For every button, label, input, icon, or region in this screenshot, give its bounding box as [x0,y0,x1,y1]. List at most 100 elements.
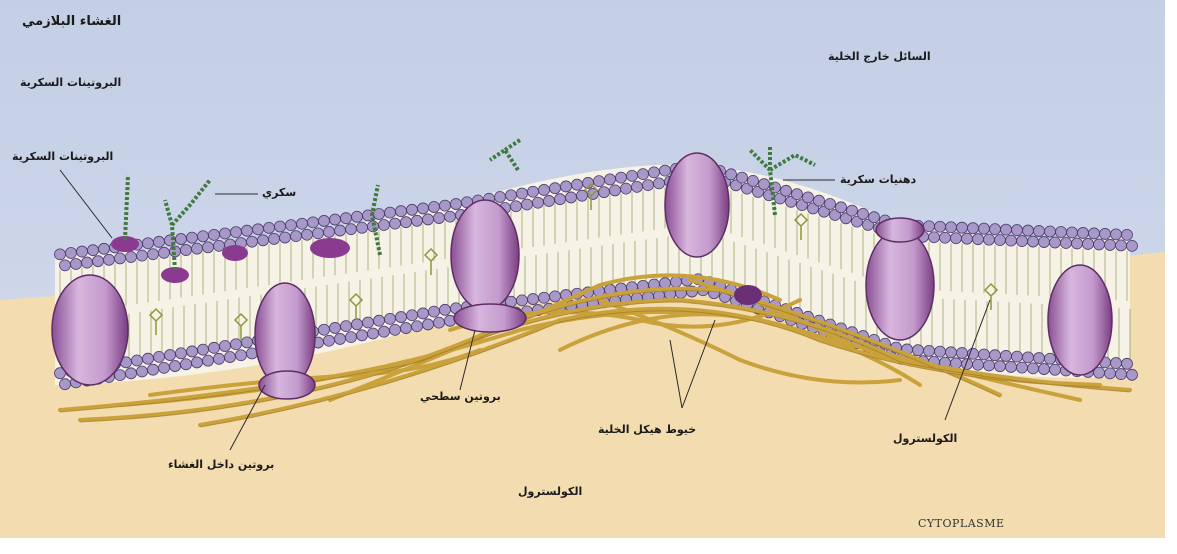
lipid-head [528,294,539,305]
lipid-head [1111,358,1122,369]
lipid-head [632,181,643,192]
lipid-head [412,215,423,226]
lipid-head [192,243,203,254]
lipid-head [418,308,429,319]
lipid-head [555,194,566,205]
lipid-head [995,361,1006,372]
lipid-head [429,202,440,213]
lipid-head [940,232,951,243]
lipid-head [533,197,544,208]
lipid-head [181,359,192,370]
lipid-head [951,233,962,244]
lipid-head [88,245,99,256]
lipid-head [352,211,363,222]
lipid-head [605,174,616,185]
lipid-head [82,257,93,268]
lipid-head [242,225,253,236]
lipid-head [654,178,665,189]
lipid-head [264,222,275,233]
lipid-head [836,202,847,213]
lipid-head [1078,227,1089,238]
lipid-head [352,319,363,330]
lipid-head [209,342,220,353]
lipid-head [357,330,368,341]
lipid-head [418,203,429,214]
label-cytoskeleton: خيوط هيكل الخلية [598,423,696,436]
lipid-head [159,247,170,258]
lipid-head [1039,364,1050,375]
lipid-head [528,186,539,197]
lipid-head [550,183,561,194]
lipid-head [368,221,379,232]
lipid-head [561,181,572,192]
label-glycoproteins-left: البروتينات السكرية [12,150,113,163]
lipid-head [1045,226,1056,237]
lipid-head [929,232,940,243]
lipid-head [93,256,104,267]
lipid-head [220,341,231,352]
lipid-head [379,326,390,337]
lipid-head [968,223,979,234]
lipid-head [148,364,159,375]
lipid-head [726,169,737,180]
lipid-head [374,208,385,219]
lipid-head [203,242,214,253]
protein-4 [665,153,729,257]
lipid-head [115,370,126,381]
lipid-head [357,222,368,233]
lipid-head [247,236,258,247]
lipid-head [506,190,517,201]
lipid-head [170,361,181,372]
lipid-head [660,165,671,176]
lipid-head [1017,236,1028,247]
lipid-head [423,214,434,225]
lipid-head [220,228,231,239]
lipid-head [143,353,154,364]
lipid-head [346,332,357,343]
lipid-head [1100,228,1111,239]
lipid-head [330,322,341,333]
lipid-head [962,233,973,244]
lipid-head [280,232,291,243]
lipid-head [990,224,1001,235]
lipid-head [176,234,187,245]
lipid-head [324,335,335,346]
lipid-head [858,208,869,219]
lipid-head [236,350,247,361]
lipid-head [957,348,968,359]
lipid-head [302,229,313,240]
lipid-head [374,315,385,326]
diagram-title: الغشاء البلازمي [22,14,121,29]
lipid-head [203,355,214,366]
lipid-head [286,220,297,231]
lipid-head [957,222,968,233]
lipid-head [434,213,445,224]
lipid-head [390,324,401,335]
lipid-head [159,362,170,373]
label-integral-protein: بروتين داخل الغشاء [168,458,274,471]
peripheral-protein [734,285,762,305]
lipid-head [544,195,555,206]
lipid-head [1028,363,1039,374]
lipid-head [973,234,984,245]
lipid-head [407,310,418,321]
lipid-head [137,250,148,261]
lipid-head [1083,238,1094,249]
lipid-head [616,172,627,183]
lipid-head [1017,362,1028,373]
lipid-head [55,249,66,260]
lipid-head [495,192,506,203]
lipid-head [198,344,209,355]
lipid-head [621,183,632,194]
lipid-head [60,260,71,271]
lipid-head [269,233,280,244]
lipid-head [126,368,137,379]
lipid-head [973,359,984,370]
lipid-head [60,379,71,390]
lipid-head [253,224,264,235]
lipid-head [1105,368,1116,379]
lipid-head [192,357,203,368]
lipid-head [187,346,198,357]
lipid-head [522,199,533,210]
